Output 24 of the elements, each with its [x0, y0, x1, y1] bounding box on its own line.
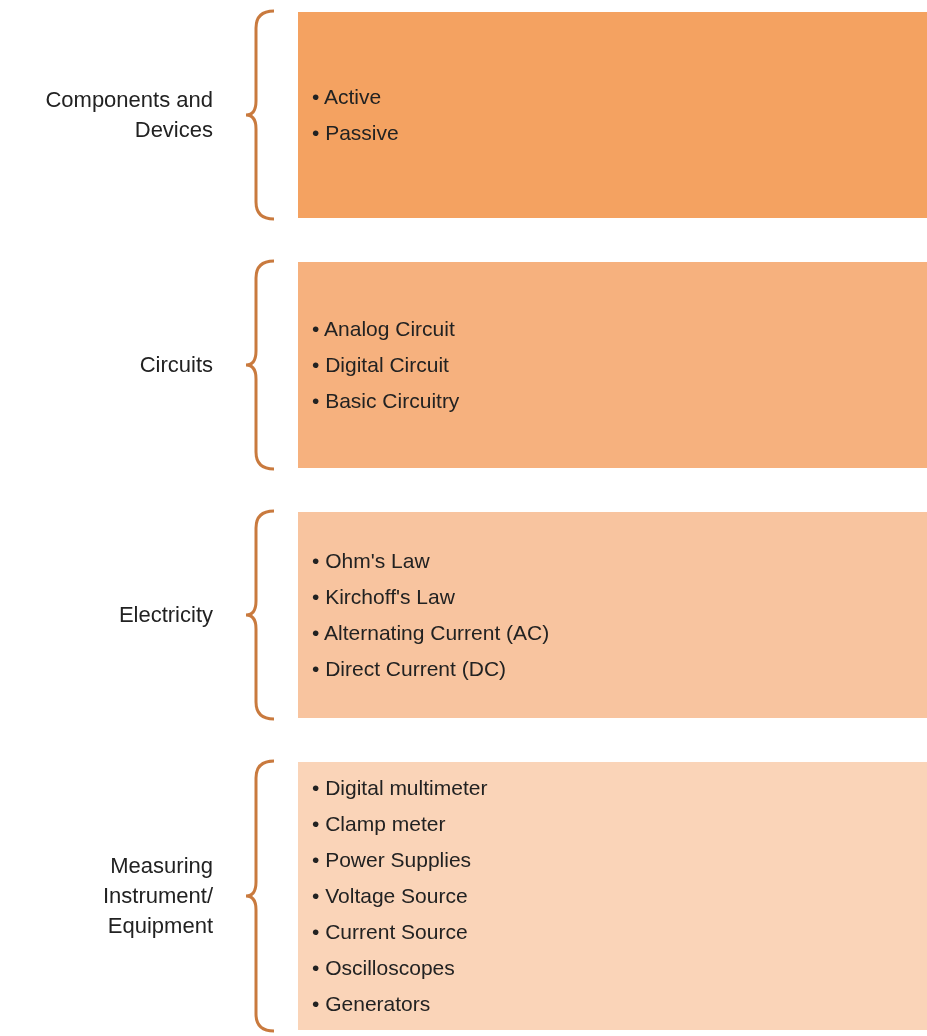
list-item: • Generators [312, 991, 432, 1017]
list-item: • Alternating Current (AC) [312, 620, 551, 646]
list-item: • Passive [312, 120, 400, 146]
list-item: • Analog Circuit [312, 316, 456, 342]
category-box [298, 512, 927, 718]
list-item: • Voltage Source [312, 883, 469, 909]
category-box [298, 762, 927, 1030]
category-box [298, 262, 927, 468]
list-item: • Active [312, 84, 383, 110]
list-item: • Power Supplies [312, 847, 473, 873]
list-item: • Ohm's Law [312, 548, 431, 574]
category-label: Measuring Instrument/ Equipment [101, 852, 213, 940]
list-item: • Kirchoff's Law [312, 584, 456, 610]
list-item: • Oscilloscopes [312, 955, 456, 981]
list-item: • Current Source [312, 919, 469, 945]
list-item: • Direct Current (DC) [312, 656, 508, 682]
category-label: Circuits [138, 351, 213, 379]
category-label: Electricity [117, 601, 213, 629]
list-item: • Clamp meter [312, 811, 447, 837]
list-item: • Digital Circuit [312, 352, 450, 378]
list-item: • Basic Circuitry [312, 388, 461, 414]
category-box [298, 12, 927, 218]
category-label: Components and Devices [44, 86, 213, 144]
list-item: • Digital multimeter [312, 775, 489, 801]
